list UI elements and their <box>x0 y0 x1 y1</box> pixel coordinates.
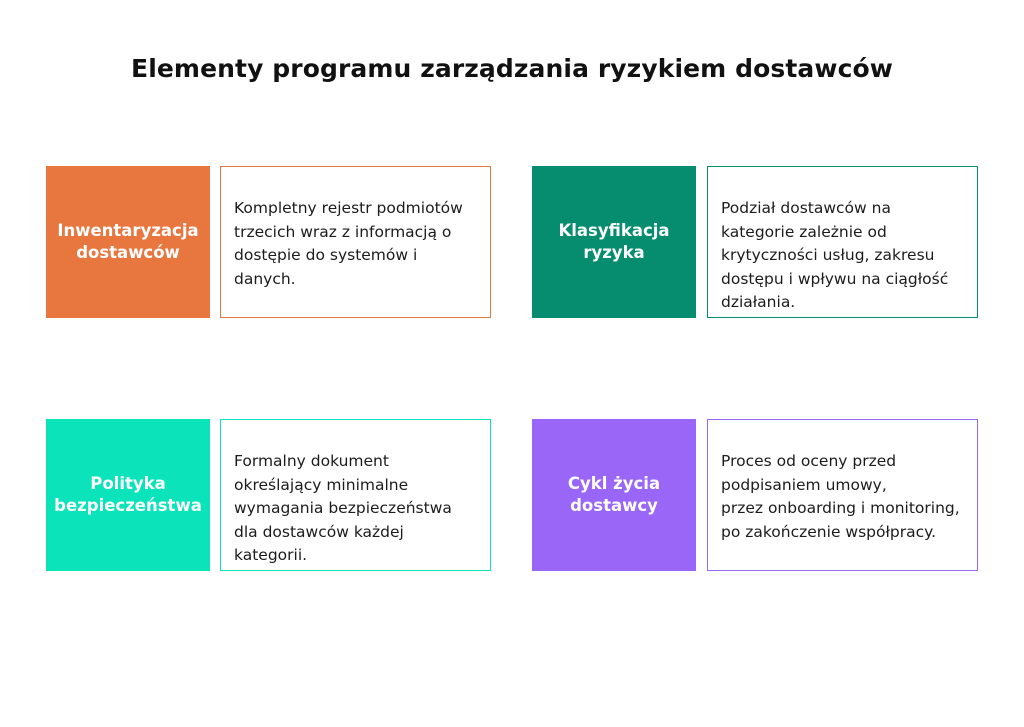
card-label-security-policy: Polityka bezpieczeństwa <box>46 419 210 571</box>
card-description-text: Kompletny rejestr podmiotów trzecich wra… <box>234 199 463 288</box>
card-description-security-policy: Formalny dokument określający minimalne … <box>220 419 491 571</box>
card-label-text: Polityka bezpieczeństwa <box>54 474 202 515</box>
card-description-text: Proces od oceny przed podpisaniem umowy,… <box>721 452 960 541</box>
page-title: Elementy programu zarządzania ryzykiem d… <box>131 54 893 83</box>
card-description-inventory: Kompletny rejestr podmiotów trzecich wra… <box>220 166 491 318</box>
card-description-risk-classification: Podział dostawców na kategorie zależnie … <box>707 166 978 318</box>
card-label-inventory: Inwentaryzacja dostawców <box>46 166 210 318</box>
card-description-text: Formalny dokument określający minimalne … <box>234 452 452 564</box>
card-label-text: Inwentaryzacja dostawców <box>57 221 199 262</box>
card-description-vendor-lifecycle: Proces od oceny przed podpisaniem umowy,… <box>707 419 978 571</box>
card-label-text: Klasyfikacja ryzyka <box>558 221 670 262</box>
card-label-risk-classification: Klasyfikacja ryzyka <box>532 166 696 318</box>
card-description-text: Podział dostawców na kategorie zależnie … <box>721 199 949 311</box>
card-label-text: Cykl życia dostawcy <box>567 474 661 515</box>
card-label-vendor-lifecycle: Cykl życia dostawcy <box>532 419 696 571</box>
